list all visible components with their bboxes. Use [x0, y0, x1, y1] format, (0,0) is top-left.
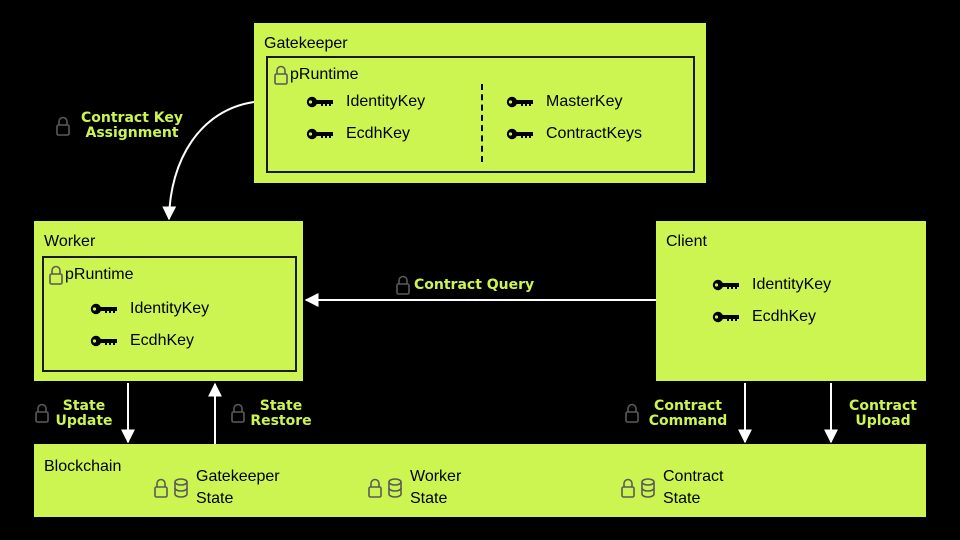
- lock-icon: [154, 478, 168, 498]
- state-label-line2: State: [196, 490, 234, 507]
- key-item: IdentityKey: [90, 300, 209, 318]
- dashed-divider: [481, 84, 483, 162]
- label-line2: Restore: [250, 413, 312, 429]
- key-item: IdentityKey: [306, 93, 425, 111]
- label-state-update: State Update: [50, 399, 118, 429]
- label-line1: Contract: [654, 398, 722, 414]
- key-icon: [506, 96, 534, 108]
- state-label-line1: Contract: [663, 468, 724, 485]
- key-item: IdentityKey: [712, 276, 831, 294]
- key-label: EcdhKey: [752, 308, 817, 325]
- label-line2: Assignment: [85, 125, 179, 141]
- lock-icon: [274, 65, 288, 85]
- client-title: Client: [666, 233, 707, 250]
- label-line1: State: [259, 398, 303, 414]
- lock-icon: [368, 478, 382, 498]
- arrow-contract-key-assignment: [162, 101, 255, 221]
- client-box: Client IdentityKey EcdhKey: [656, 221, 926, 381]
- key-icon: [712, 279, 740, 291]
- key-label: IdentityKey: [752, 276, 832, 293]
- state-label-line1: Worker: [410, 468, 462, 485]
- key-icon: [506, 128, 534, 140]
- key-item: EcdhKey: [712, 308, 816, 326]
- database-icon: [388, 478, 402, 498]
- lock-icon: [625, 403, 639, 423]
- key-item: ContractKeys: [506, 125, 642, 143]
- label-line2: Command: [648, 413, 728, 429]
- key-icon: [90, 335, 118, 347]
- key-item: MasterKey: [506, 93, 622, 111]
- key-label: IdentityKey: [130, 300, 210, 317]
- label-contract-command: Contract Command: [640, 399, 736, 429]
- state-label-line2: State: [663, 490, 701, 507]
- lock-icon: [56, 116, 70, 136]
- label-line1: Contract: [849, 398, 917, 414]
- key-label: EcdhKey: [130, 332, 195, 349]
- database-icon: [641, 478, 655, 498]
- label-contract-key-assignment: Contract Key Assignment: [72, 111, 192, 141]
- blockchain-title: Blockchain: [44, 458, 122, 475]
- worker-title: Worker: [44, 233, 96, 250]
- key-item: EcdhKey: [90, 332, 194, 350]
- pruntime-label: pRuntime: [290, 66, 359, 83]
- worker-pruntime: pRuntime: [49, 265, 133, 285]
- lock-icon: [49, 265, 63, 285]
- key-icon: [306, 96, 334, 108]
- lock-icon: [396, 275, 410, 295]
- state-label-line1: Gatekeeper: [196, 468, 280, 485]
- gatekeeper-title: Gatekeeper: [264, 35, 348, 52]
- key-item: EcdhKey: [306, 125, 410, 143]
- lock-icon: [621, 478, 635, 498]
- database-icon: [174, 478, 188, 498]
- state-label-line2: State: [410, 490, 448, 507]
- key-icon: [306, 128, 334, 140]
- lock-icon: [231, 403, 245, 423]
- label-contract-upload: Contract Upload: [838, 399, 928, 429]
- label-line1: Contract Key: [81, 110, 183, 126]
- key-label: ContractKeys: [546, 125, 643, 142]
- gatekeeper-box: Gatekeeper pRuntime IdentityKey EcdhKey …: [254, 23, 706, 183]
- lock-icon: [35, 403, 49, 423]
- gatekeeper-pruntime: pRuntime: [274, 65, 358, 85]
- pruntime-label: pRuntime: [65, 266, 134, 283]
- key-icon: [712, 311, 740, 323]
- label-state-restore: State Restore: [245, 399, 317, 429]
- label-line2: Update: [55, 413, 113, 429]
- key-label: EcdhKey: [346, 125, 411, 142]
- worker-box: Worker pRuntime IdentityKey EcdhKey: [34, 221, 303, 381]
- key-icon: [90, 303, 118, 315]
- gatekeeper-pruntime-box: pRuntime IdentityKey EcdhKey MasterKey C…: [266, 56, 695, 173]
- key-label: IdentityKey: [346, 93, 426, 110]
- label-line1: State: [62, 398, 106, 414]
- worker-pruntime-box: pRuntime IdentityKey EcdhKey: [42, 256, 297, 372]
- label-line2: Upload: [855, 413, 911, 429]
- key-label: MasterKey: [546, 93, 623, 110]
- label-contract-query: Contract Query: [414, 277, 535, 293]
